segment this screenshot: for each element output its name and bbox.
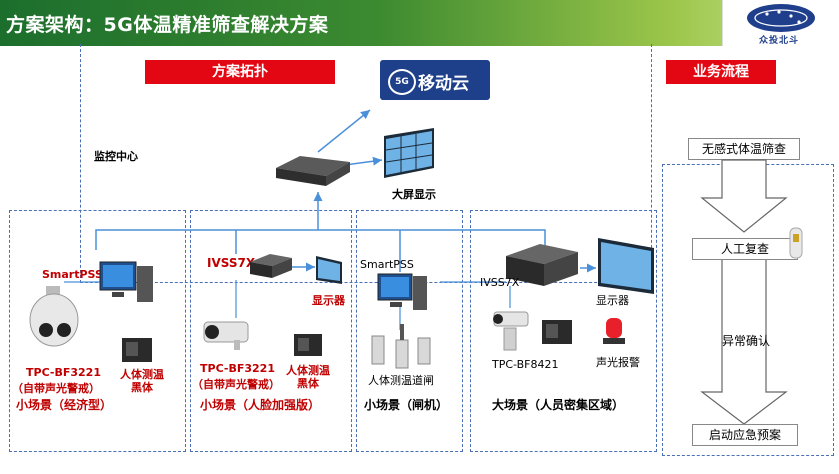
- page-title: 方案架构：5G体温精准筛查解决方案: [6, 14, 329, 36]
- scene2-scene-label: 小场景（人脸加强版）: [200, 398, 321, 412]
- scene3-scene-label: 小场景（闸机）: [364, 398, 449, 412]
- scene1-camera-note: （自带声光警戒）: [12, 382, 100, 395]
- flow-step-confirm: 异常确认: [722, 334, 771, 348]
- logo: 众投北斗: [722, 0, 839, 46]
- scene4-alarm-label: 声光报警: [596, 356, 640, 369]
- monitor-center-label: 监控中心: [94, 150, 138, 163]
- scene1-blackbody-label: 人体测温 黑体: [120, 368, 164, 394]
- flow-step-emergency: 启动应急预案: [692, 424, 798, 446]
- 5g-badge: 5G: [388, 69, 416, 95]
- scene3-smartpss-label: SmartPSS: [360, 258, 414, 271]
- logo-globe-icon: [747, 4, 815, 32]
- scene1-smartpss-label: SmartPSS: [42, 268, 103, 281]
- scene2-box: [190, 210, 352, 452]
- scene1-camera-model: TPC-BF3221: [26, 366, 101, 379]
- logo-text: 众投北斗: [759, 36, 800, 46]
- scene4-scene-label: 大场景（人员密集区域）: [492, 398, 625, 412]
- scene3-gate-label: 人体测温道闸: [368, 374, 434, 387]
- big-screen-label: 大屏显示: [392, 188, 436, 201]
- header-bar: [0, 0, 839, 46]
- scene2-nvr-label: IVSS7X: [207, 256, 256, 270]
- topology-region: [80, 44, 652, 283]
- scene2-blackbody-label: 人体测温 黑体: [286, 364, 330, 390]
- scene1-scene-label: 小场景（经济型）: [16, 398, 113, 412]
- scene2-display-label: 显示器: [312, 294, 345, 307]
- process-heading: 业务流程: [666, 60, 776, 84]
- scene1-box: [9, 210, 186, 452]
- scene2-camera-note: （自带声光警戒）: [192, 378, 280, 391]
- scene3-box: [356, 210, 463, 452]
- scene4-display-label: 显示器: [596, 294, 629, 307]
- scene4-camera-model: TPC-BF8421: [492, 358, 559, 371]
- cloud-label: 移动云: [418, 74, 469, 94]
- scene2-camera-model: TPC-BF3221: [200, 362, 275, 375]
- scene4-box: [470, 210, 657, 452]
- scene4-nvr-label: IVSS7X: [480, 276, 520, 289]
- cloud-logo: 5G 移动云: [380, 60, 490, 100]
- topology-heading: 方案拓扑: [145, 60, 335, 84]
